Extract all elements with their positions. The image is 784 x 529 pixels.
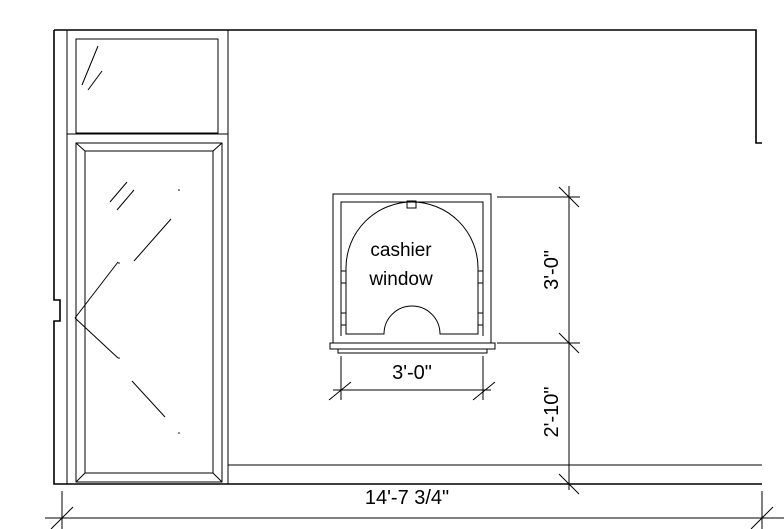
sill-height-label: 2'-10" [541, 387, 563, 438]
window-height-label: 3'-0" [541, 250, 563, 290]
transom-window [67, 38, 228, 135]
glass-mark [178, 432, 180, 434]
wall-outline [53, 29, 762, 485]
window-label-line2: window [368, 269, 433, 290]
door-frame [66, 30, 229, 484]
overall-width-label: 14'-7 3/4" [365, 487, 449, 509]
speaker-grille [406, 200, 417, 209]
window-width-label: 3'-0" [392, 362, 432, 384]
overall-width-dimension [45, 491, 784, 529]
cashier-window [329, 193, 496, 354]
vertical-dimensions [497, 186, 580, 495]
glass-mark [178, 189, 180, 191]
window-label-line1: cashier [370, 240, 432, 261]
window-sill [329, 342, 496, 350]
door [74, 142, 223, 483]
window-width-dimension [328, 356, 496, 401]
glass-mark [118, 262, 120, 264]
glass-mark [118, 357, 120, 359]
